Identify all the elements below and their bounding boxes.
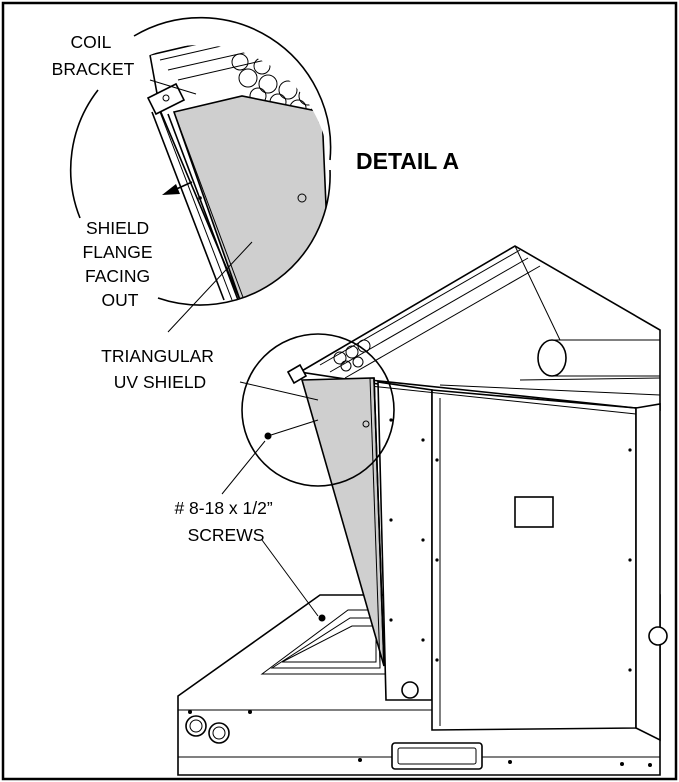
detail-coil-bracket [146, 82, 186, 116]
triangular-shield-line-2: UV SHIELD [114, 372, 206, 392]
detail-circle-arc-left [69, 89, 99, 219]
shield-top-screw [264, 432, 272, 440]
front-access-panel [431, 389, 637, 731]
coil-bracket-leader [149, 79, 197, 95]
screws-line-1: # 8-18 x 1/2” [174, 498, 272, 518]
triangular-shield-line-1: TRIANGULAR [101, 346, 214, 366]
shield-flange-line-3: FACING [85, 266, 150, 286]
air-handler-unit [177, 245, 668, 776]
shield-flange-line-4: OUT [102, 290, 139, 310]
shield-bottom-screw [318, 614, 326, 622]
base-hole-1 [185, 715, 207, 737]
detail-screw-hole [297, 193, 307, 203]
screws-line-2: SCREWS [188, 525, 265, 545]
shield-flange-line-2: FLANGE [83, 242, 153, 262]
coil-bracket-small [286, 363, 308, 385]
triangular-shield-label: TRIANGULAR UV SHIELD [101, 346, 219, 392]
right-side-hole [648, 626, 668, 646]
triangular-shield-leader-detail [167, 241, 253, 333]
front-panel-label-plate [514, 496, 554, 528]
screws-label: # 8-18 x 1/2” SCREWS [174, 498, 277, 545]
unit-right-side [635, 403, 661, 742]
base-handle-slot [391, 742, 483, 770]
detail-circle-arc-top [133, 16, 332, 161]
side-panel-hole [401, 681, 419, 699]
flange-direction-arrow [162, 181, 193, 195]
coil-bracket-label: COIL BRACKET [52, 32, 135, 79]
coil-bracket-line-1: COIL [70, 32, 111, 52]
triangular-shield-leader-main [239, 381, 319, 401]
screws-leader-top [221, 440, 266, 495]
detail-a-view [69, 16, 332, 306]
base-hole-2 [208, 722, 230, 744]
shield-flange-line-1: SHIELD [86, 218, 149, 238]
coil-bracket-line-2: BRACKET [52, 59, 135, 79]
shield-flange-label: SHIELD FLANGE FACING OUT [83, 218, 158, 310]
detail-a-title: DETAIL A [356, 148, 459, 174]
blower-housing [537, 339, 567, 377]
screws-leader-bottom [261, 539, 319, 617]
detail-a-callout-circle [241, 333, 395, 487]
